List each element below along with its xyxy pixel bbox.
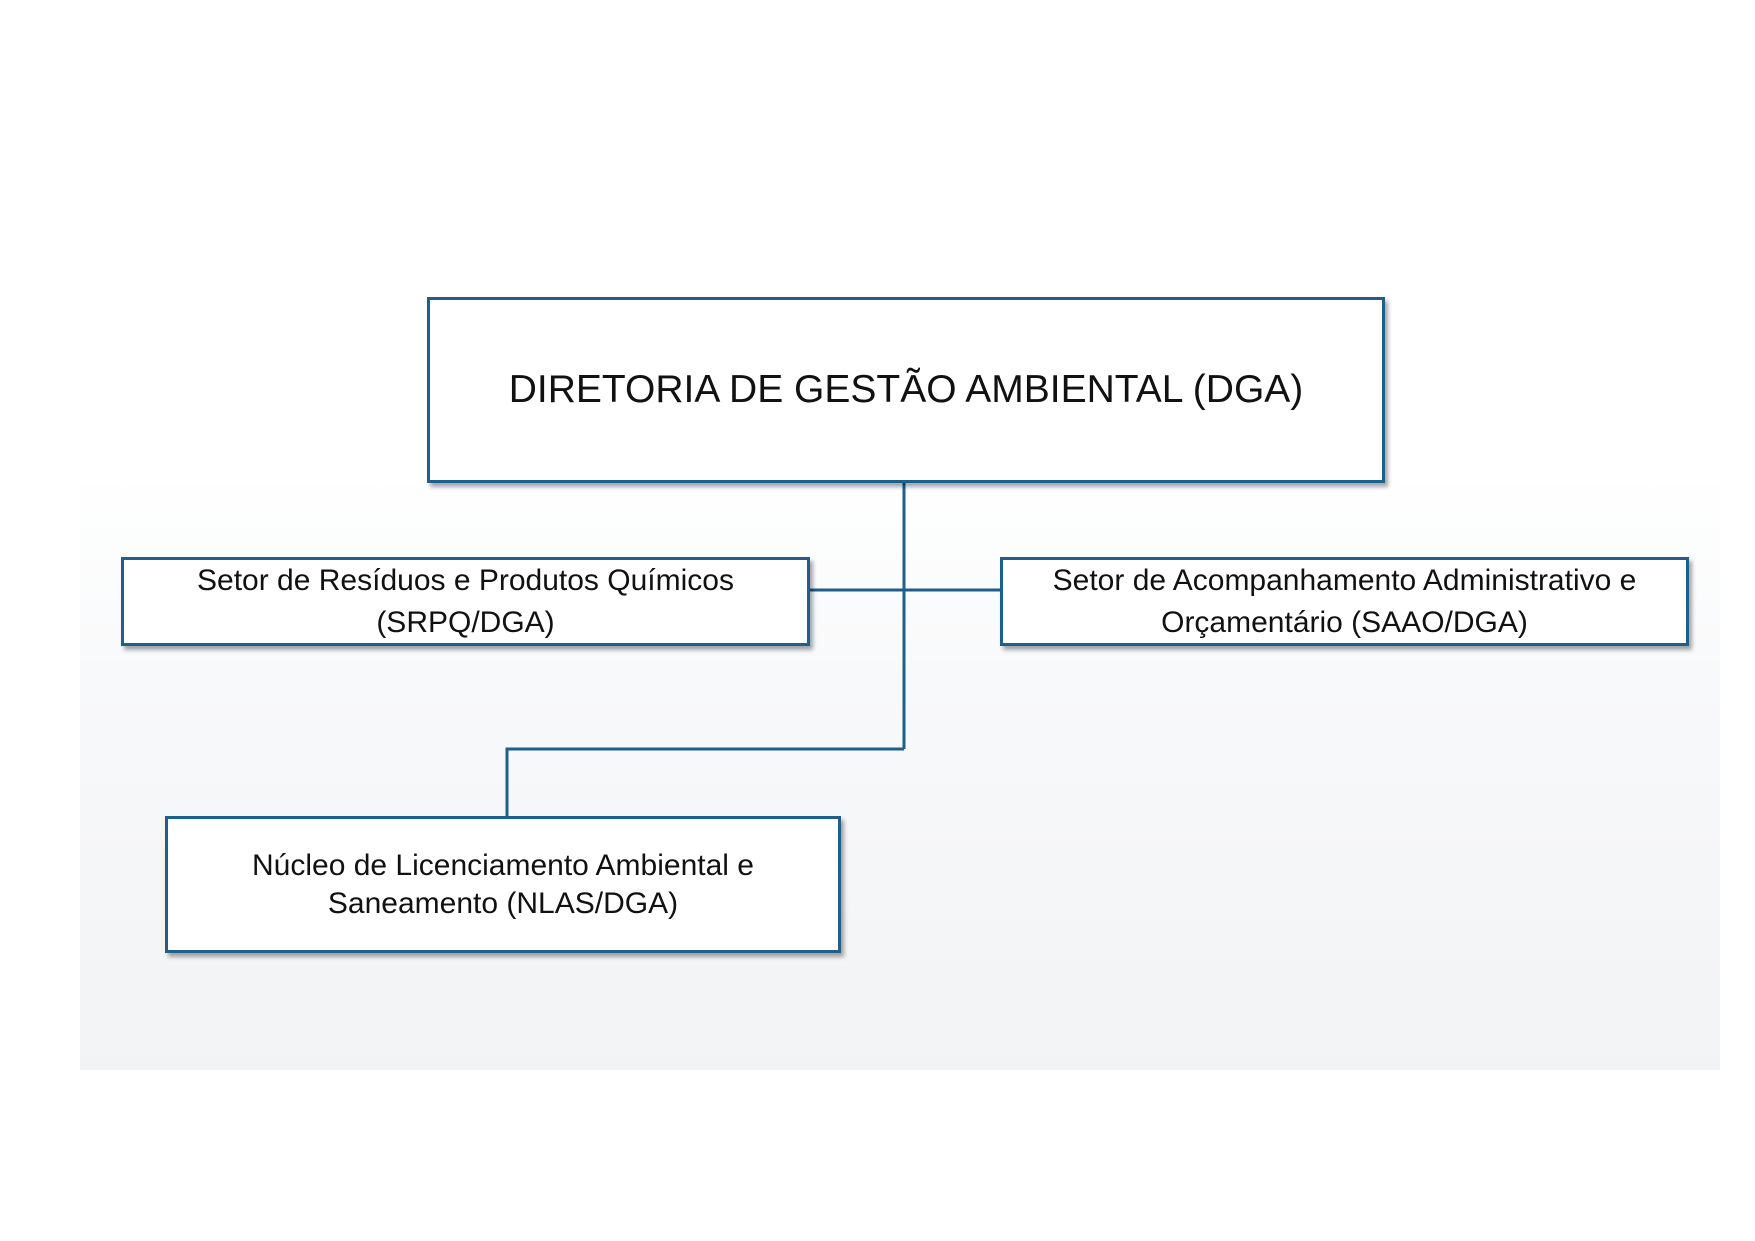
node-srpq-sector: Setor de Resíduos e Produtos Químicos (S… xyxy=(121,557,810,646)
node-label-line2: Saneamento (NLAS/DGA) xyxy=(327,886,679,920)
node-saao-sector: Setor de Acompanhamento Administrativo e… xyxy=(1000,557,1689,646)
node-label: DIRETORIA DE GESTÃO AMBIENTAL (DGA) xyxy=(508,368,1304,411)
node-label-line2: (SRPQ/DGA) xyxy=(376,605,555,639)
node-nlas-nucleus: Núcleo de Licenciamento Ambiental e Sane… xyxy=(165,816,841,953)
connector-root-to-nlas xyxy=(505,747,904,816)
node-label-line1: Setor de Acompanhamento Administrativo e xyxy=(1052,563,1637,597)
node-label-line2: Orçamentário (SAAO/DGA) xyxy=(1161,605,1528,639)
node-label-line1: Setor de Resíduos e Produtos Químicos xyxy=(197,563,734,597)
node-dga-directorate: DIRETORIA DE GESTÃO AMBIENTAL (DGA) xyxy=(427,297,1385,483)
node-label-line1: Núcleo de Licenciamento Ambiental e xyxy=(252,848,754,882)
